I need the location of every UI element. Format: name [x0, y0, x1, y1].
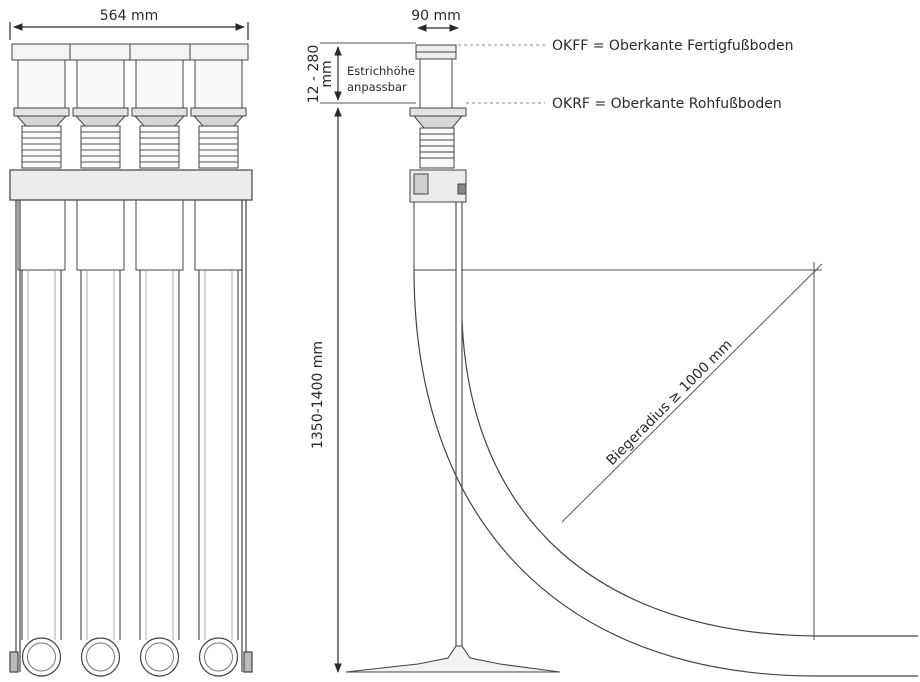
distributor-cone — [133, 115, 186, 127]
distributor-cone — [192, 115, 245, 127]
width-label-front: 564 mm — [100, 8, 158, 24]
pipe-end-ring-inner — [204, 642, 233, 672]
distributor-riser — [135, 59, 184, 109]
distributor-bellows — [21, 125, 62, 169]
bend-radius-label: Biegeradius ≥ 1000 mm — [604, 337, 736, 469]
width-label-side: 90 mm — [411, 8, 461, 24]
top-cover-plate — [11, 43, 249, 61]
frame-rails — [9, 169, 253, 673]
screed-note-line2: anpassbar — [347, 80, 407, 94]
okff-label: OKFF = Oberkante Fertigfußboden — [552, 38, 793, 54]
base-foot — [345, 645, 561, 673]
distributor-bellows — [139, 125, 180, 169]
screed-note-box — [342, 58, 418, 96]
bending-pipe — [413, 269, 918, 677]
distributor-flange — [131, 107, 188, 117]
distributor-cone — [74, 115, 127, 127]
distributor-riser — [194, 59, 243, 109]
okrf-label: OKRF = Oberkante Rohfußboden — [552, 96, 782, 112]
riser-pipe — [455, 202, 463, 648]
pipe-end-ring-inner — [27, 642, 56, 672]
total-height-label: 1350-1400 mm — [310, 341, 326, 449]
pipe-collar — [135, 199, 184, 271]
width-dimension-front — [9, 22, 249, 40]
front-view: 564 mm — [9, 8, 253, 677]
distributor-flange — [190, 107, 247, 117]
pipe-collar — [17, 199, 66, 271]
screed-range-unit: mm — [319, 60, 335, 87]
pipe-end-ring-inner — [145, 642, 174, 672]
screed-range-label: 12 - 280 — [306, 45, 322, 104]
pipe-end-ring-outer — [139, 637, 180, 677]
distributor-riser — [17, 59, 66, 109]
side-unit — [409, 44, 467, 271]
distributor-riser — [76, 59, 125, 109]
pipe-end-ring-outer — [80, 637, 121, 677]
distributor-flange — [13, 107, 70, 117]
distributor-flange — [72, 107, 129, 117]
pipe-collar — [194, 199, 243, 271]
screed-note-line1: Estrichhöhe — [347, 64, 415, 78]
pipe-collar — [76, 199, 125, 271]
pipe-end-ring-outer — [198, 637, 239, 677]
distributor-bellows — [80, 125, 121, 169]
distributor-bellows — [198, 125, 239, 169]
distributor-cone — [15, 115, 68, 127]
pipe-end-ring-inner — [86, 642, 115, 672]
side-view: 90 mm OKFF = Oberkante Fertigfußboden OK… — [306, 8, 918, 677]
level-leaders — [458, 44, 545, 104]
distributor-columns — [13, 59, 247, 677]
bend-radius-construction — [462, 262, 823, 640]
pipe-end-ring-outer — [21, 637, 62, 677]
level-lines — [320, 42, 416, 104]
